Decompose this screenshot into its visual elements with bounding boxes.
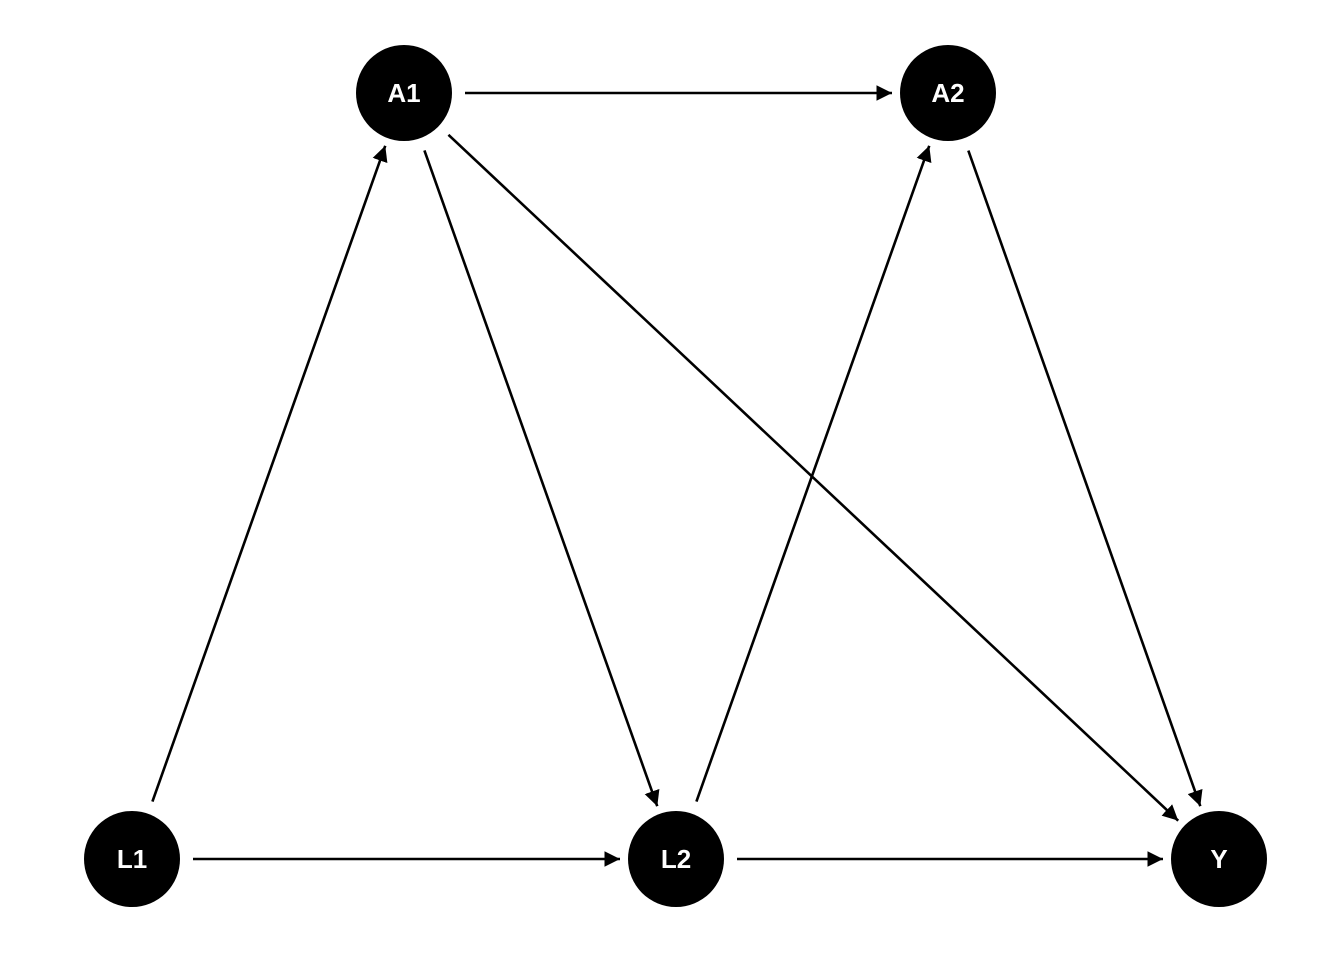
node-l2: L2 — [628, 811, 724, 907]
edge-a1-to-l2 — [423, 150, 660, 807]
edge-a1-to-y — [447, 133, 1180, 822]
node-label: Y — [1210, 844, 1227, 874]
node-y: Y — [1171, 811, 1267, 907]
node-a1: A1 — [356, 45, 452, 141]
node-a2: A2 — [900, 45, 996, 141]
node-circle — [628, 811, 724, 907]
node-circle — [900, 45, 996, 141]
node-circle — [1171, 811, 1267, 907]
edges — [151, 85, 1203, 867]
node-circle — [84, 811, 180, 907]
node-label: A2 — [931, 78, 964, 108]
edge-l2-to-a2 — [695, 145, 932, 802]
edge-l1-to-a1 — [151, 145, 388, 802]
node-label: L1 — [117, 844, 147, 874]
node-l1: L1 — [84, 811, 180, 907]
node-label: L2 — [661, 844, 691, 874]
node-label: A1 — [387, 78, 420, 108]
edge-a2-to-y — [967, 150, 1203, 807]
node-circle — [356, 45, 452, 141]
